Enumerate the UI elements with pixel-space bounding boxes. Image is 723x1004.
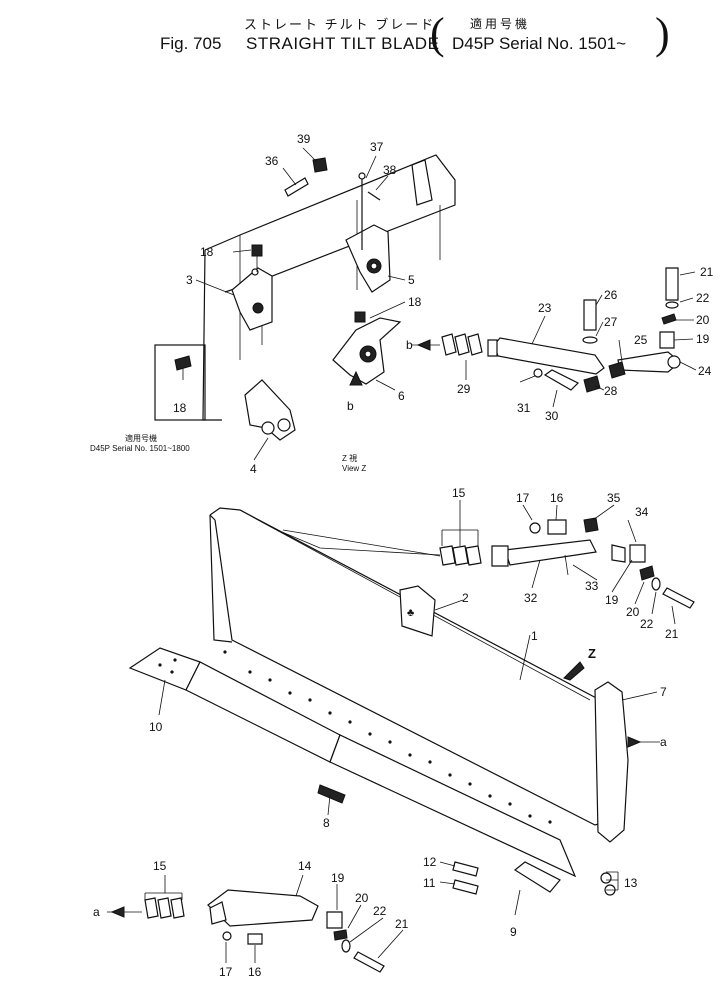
- detail-model-japanese: 適用号機: [125, 433, 157, 443]
- letter-b-lower: b: [347, 399, 354, 413]
- callout-9: 9: [510, 925, 517, 939]
- callout-15-lower: 15: [153, 859, 167, 873]
- callout-14: 14: [298, 859, 312, 873]
- callout-17-upper: 17: [516, 491, 530, 505]
- figure-number: Fig. 705: [160, 34, 222, 53]
- callout-18-b: 18: [408, 295, 422, 309]
- callout-13: 13: [624, 876, 638, 890]
- title-japanese: ストレート チルト ブレード: [244, 17, 436, 32]
- bolt-holes: [158, 650, 552, 824]
- callout-22-mid: 22: [640, 617, 654, 631]
- callout-36: 36: [265, 154, 279, 168]
- callout-5: 5: [408, 273, 415, 287]
- callout-21-mid: 21: [665, 627, 679, 641]
- callout-32: 32: [524, 591, 538, 605]
- callout-19-mid: 19: [605, 593, 619, 607]
- callout-27: 27: [604, 315, 618, 329]
- callout-4: 4: [250, 462, 257, 476]
- callout-numbers: 1 2 3 4 5 6 7 8 9 10 11 12 13 14 15 15 1…: [149, 132, 714, 979]
- brace-assembly-23: [441, 267, 681, 393]
- figure-title: STRAIGHT TILT BLADE: [246, 34, 440, 53]
- callout-21-lower: 21: [395, 917, 409, 931]
- callout-20-mid: 20: [626, 605, 640, 619]
- open-paren: (: [430, 9, 445, 58]
- callout-35: 35: [607, 491, 621, 505]
- callout-10: 10: [149, 720, 163, 734]
- applicable-model: D45P Serial No. 1501~: [452, 34, 627, 53]
- letter-a-right: a: [660, 735, 667, 749]
- callout-30: 30: [545, 409, 559, 423]
- detail-model-note: D45P Serial No. 1501~1800: [90, 444, 190, 453]
- detail-box: [154, 344, 206, 421]
- brace-assembly-32: [439, 517, 695, 609]
- callout-24: 24: [698, 364, 712, 378]
- cutting-edge-hardware: [452, 861, 616, 896]
- tilt-cylinder-14: [144, 889, 385, 973]
- callout-20-lower: 20: [355, 891, 369, 905]
- callout-38: 38: [383, 163, 397, 177]
- callout-23: 23: [538, 301, 552, 315]
- callout-21-upper: 21: [700, 265, 714, 279]
- view-z-label: View Z: [342, 464, 366, 473]
- callout-8: 8: [323, 816, 330, 830]
- view-japanese: Z 視: [342, 454, 357, 463]
- callout-39: 39: [297, 132, 311, 146]
- callout-11: 11: [423, 876, 436, 890]
- callout-18-c: 18: [173, 401, 187, 415]
- callout-6: 6: [398, 389, 405, 403]
- callout-17-lower: 17: [219, 965, 233, 979]
- callout-31: 31: [517, 401, 531, 415]
- callout-20-upper: 20: [696, 313, 710, 327]
- callout-19-lower: 19: [331, 871, 345, 885]
- model-japanese: 適用号機: [470, 17, 531, 31]
- callout-18-a: 18: [200, 245, 214, 259]
- callout-34: 34: [635, 505, 649, 519]
- callout-2: 2: [462, 591, 469, 605]
- callout-22-upper: 22: [696, 291, 710, 305]
- callout-15-upper: 15: [452, 486, 466, 500]
- reference-arrows: [110, 339, 642, 918]
- callout-22-lower: 22: [373, 904, 387, 918]
- callout-29: 29: [457, 382, 471, 396]
- callout-33: 33: [585, 579, 599, 593]
- callout-16-lower: 16: [248, 965, 262, 979]
- letter-b-upper: b: [406, 338, 413, 352]
- callout-28: 28: [604, 384, 618, 398]
- svg-text:♣: ♣: [407, 607, 414, 619]
- letter-z: Z: [588, 646, 596, 661]
- callout-3: 3: [186, 273, 193, 287]
- callout-37: 37: [370, 140, 384, 154]
- callout-19-upper: 19: [696, 332, 710, 346]
- callout-16-upper: 16: [550, 491, 564, 505]
- callout-12: 12: [423, 855, 437, 869]
- callout-25: 25: [634, 333, 648, 347]
- callout-26: 26: [604, 288, 618, 302]
- callout-1: 1: [531, 629, 538, 643]
- main-blade: ♣: [128, 507, 629, 893]
- letter-a-left: a: [93, 905, 100, 919]
- close-paren: ): [655, 9, 670, 58]
- callout-7: 7: [660, 685, 667, 699]
